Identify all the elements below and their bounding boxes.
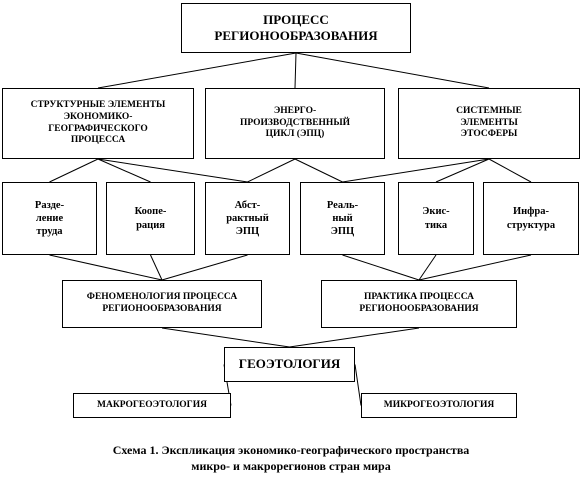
edge-division-phenomenology [49,254,163,281]
edge-structural-division [49,158,99,183]
edge-real-practice [342,254,420,281]
cooperation-node: Коопе- рация [106,182,195,255]
edge-system-ekistics [435,158,490,183]
system-elements-node: СИСТЕМНЫЕ ЭЛЕМЕНТЫ ЭТОСФЕРЫ [398,88,580,159]
energy-cycle-node: ЭНЕРГО- ПРОИЗВОДСТВЕННЫЙ ЦИКЛ (ЭПЦ) [205,88,385,159]
edge-infrastructure-practice [418,254,532,281]
edge-process-energy [294,52,297,89]
process-node: ПРОЦЕСС РЕГИОНООБРАЗОВАНИЯ [181,3,411,53]
geoethology-node: ГЕОЭТОЛОГИЯ [224,347,355,382]
edge-structural-abstract [97,158,248,183]
ekistics-node: Экис- тика [398,182,474,255]
edge-system-infrastructure [488,158,532,183]
edge-structural-cooperation [97,158,151,183]
edge-phenomenology-geoethology [161,327,290,348]
figure-caption: Схема 1. Экспликация экономико-географич… [112,443,470,473]
division-of-labor-node: Разде- ление труда [2,182,97,255]
phenomenology-node: ФЕНОМЕНОЛОГИЯ ПРОЦЕССА РЕГИОНООБРАЗОВАНИ… [62,280,262,328]
edge-geoethology-micro [354,364,362,406]
infrastructure-node: Инфра- структура [483,182,579,255]
macrogeoethology-node: МАКРОГЕОЭТОЛОГИЯ [73,393,231,418]
edge-process-structural [97,52,297,89]
microgeoethology-node: МИКРОГЕОЭТОЛОГИЯ [361,393,517,418]
edge-process-system [295,52,490,89]
edge-cooperation-phenomenology [150,254,163,281]
practice-node: ПРАКТИКА ПРОЦЕССА РЕГИОНООБРАЗОВАНИЯ [321,280,517,328]
edge-practice-geoethology [289,327,420,348]
real-cycle-node: Реаль- ный ЭПЦ [300,182,385,255]
edge-system-real [342,158,490,183]
abstract-cycle-node: Абст- рактный ЭПЦ [205,182,290,255]
edge-energy-real [294,158,343,183]
structural-elements-node: СТРУКТУРНЫЕ ЭЛЕМЕНТЫ ЭКОНОМИКО- ГЕОГРАФИ… [2,88,194,159]
edge-ekistics-practice [418,254,437,281]
edge-energy-abstract [247,158,296,183]
edge-abstract-phenomenology [161,254,248,281]
